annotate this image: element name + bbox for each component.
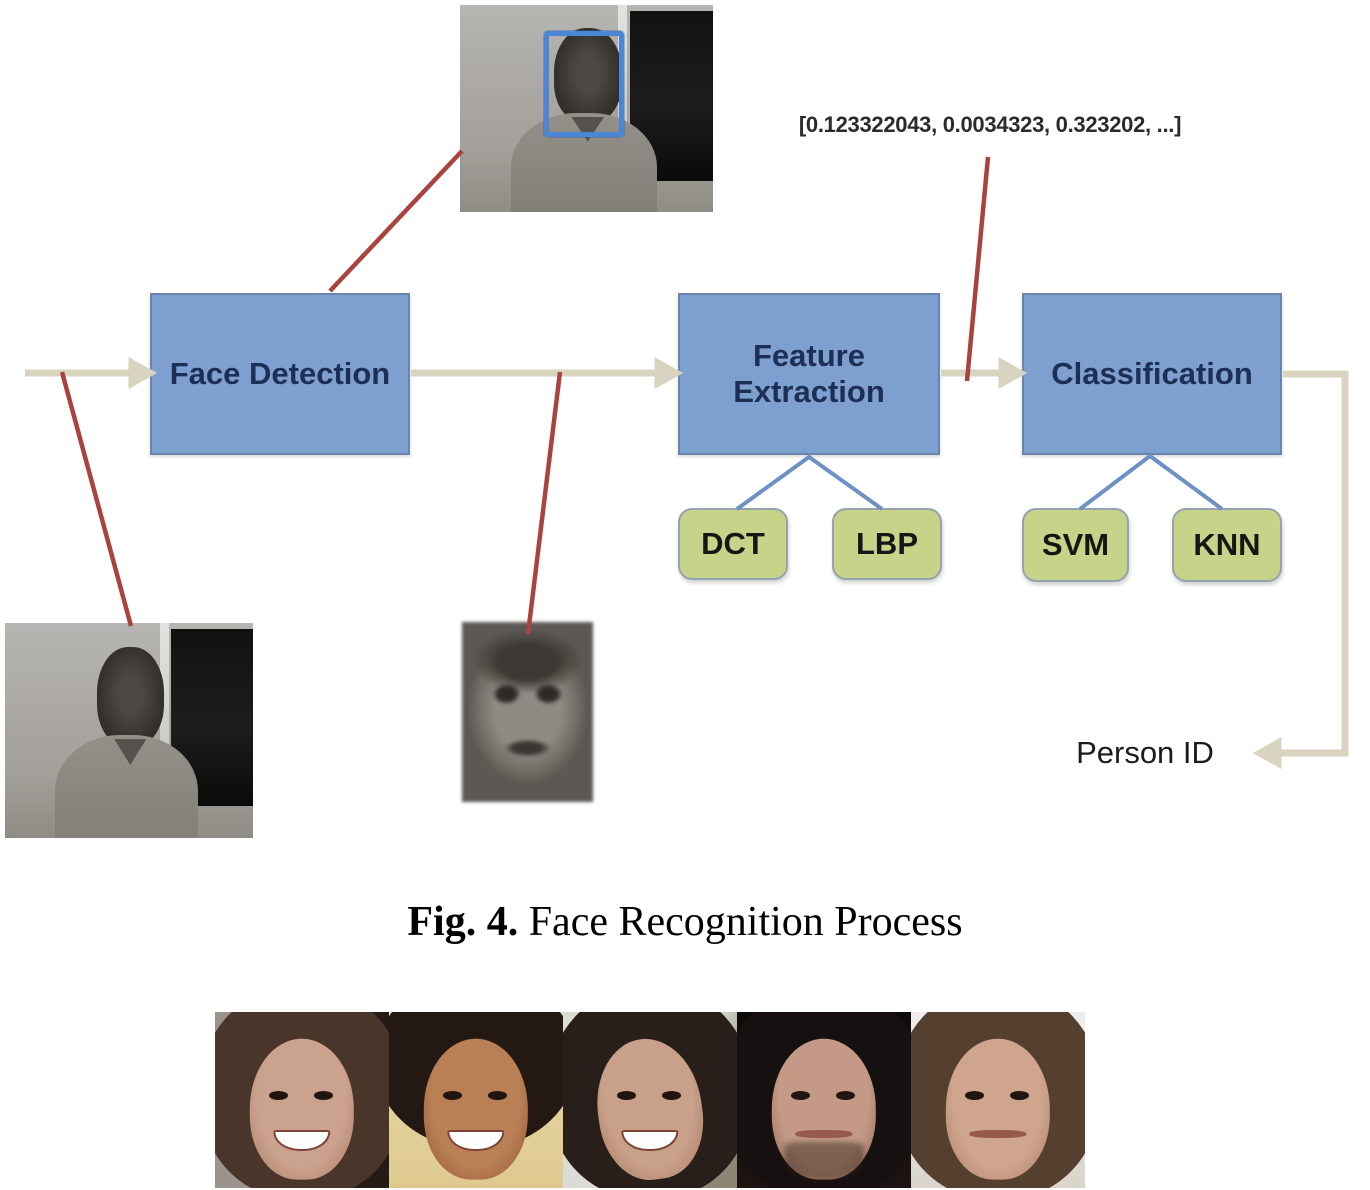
- gallery-face-4: [737, 1012, 911, 1188]
- feature-extraction-label: Feature Extraction: [733, 338, 885, 409]
- method-connectors: [735, 453, 1224, 511]
- person-id-label: Person ID: [1076, 735, 1214, 770]
- person-head: [96, 646, 164, 746]
- flow-arrowhead-fe-cl: [998, 357, 1028, 389]
- eye: [488, 1091, 508, 1100]
- mouth: [969, 1129, 1027, 1138]
- classification-box: Classification: [1022, 293, 1282, 455]
- face-gallery-strip: [215, 1012, 1085, 1188]
- mouth: [795, 1129, 853, 1138]
- eye: [442, 1091, 463, 1100]
- connector-classification: [1078, 453, 1224, 511]
- eye: [314, 1091, 334, 1100]
- person-head: [553, 27, 622, 123]
- dct-label: DCT: [701, 526, 765, 561]
- face: [945, 1038, 1051, 1180]
- flow-arrowhead-fd-fe: [654, 357, 684, 389]
- lbp-box: LBP: [832, 508, 942, 580]
- eye: [662, 1091, 682, 1100]
- face-detection-rectangle: [544, 31, 624, 137]
- face: [249, 1038, 355, 1180]
- flow-arrow-output: [1278, 370, 1349, 757]
- eye: [268, 1091, 289, 1100]
- webcam-scene-with-detection-box: [460, 5, 713, 212]
- gallery-face-3: [563, 1012, 737, 1188]
- cropped-face-image: [462, 622, 593, 802]
- face: [771, 1038, 877, 1180]
- beard: [783, 1142, 865, 1181]
- face-detection-box: Face Detection: [150, 293, 410, 455]
- feature-extraction-box: Feature Extraction: [678, 293, 940, 455]
- classification-label: Classification: [1051, 356, 1253, 392]
- eye: [836, 1091, 856, 1100]
- annotation-line-original-image: [59, 371, 134, 627]
- figure-caption: Fig. 4. Face Recognition Process: [0, 898, 1370, 946]
- gallery-face-5: [911, 1012, 1085, 1188]
- lbp-label: LBP: [856, 526, 918, 561]
- eye: [790, 1091, 811, 1100]
- svm-box: SVM: [1022, 508, 1129, 582]
- flow-arrowhead-input: [128, 357, 158, 389]
- eye: [616, 1091, 637, 1100]
- annotation-line-cropped-face: [525, 371, 563, 635]
- gallery-face-2: [389, 1012, 563, 1188]
- annotation-line-feature-vector: [964, 156, 991, 382]
- eye: [1010, 1091, 1030, 1100]
- eye: [964, 1091, 985, 1100]
- scene-light-strip: [160, 623, 169, 813]
- feature-vector-text: [0.123322043, 0.0034323, 0.323202, ...]: [798, 112, 1182, 137]
- annotation-line-detected-image: [328, 149, 464, 293]
- webcam-scene-original: [5, 623, 253, 838]
- dct-box: DCT: [678, 508, 788, 580]
- flow-arrowhead-output: [1252, 737, 1282, 769]
- knn-box: KNN: [1172, 508, 1282, 582]
- caption-title: Face Recognition Process: [528, 899, 963, 945]
- svm-label: SVM: [1041, 527, 1110, 562]
- face-detection-label: Face Detection: [169, 356, 391, 392]
- gallery-face-1: [215, 1012, 389, 1188]
- connector-feature-extraction: [735, 454, 884, 511]
- caption-number: Fig. 4.: [407, 899, 519, 945]
- face: [423, 1038, 529, 1180]
- knn-label: KNN: [1193, 527, 1261, 562]
